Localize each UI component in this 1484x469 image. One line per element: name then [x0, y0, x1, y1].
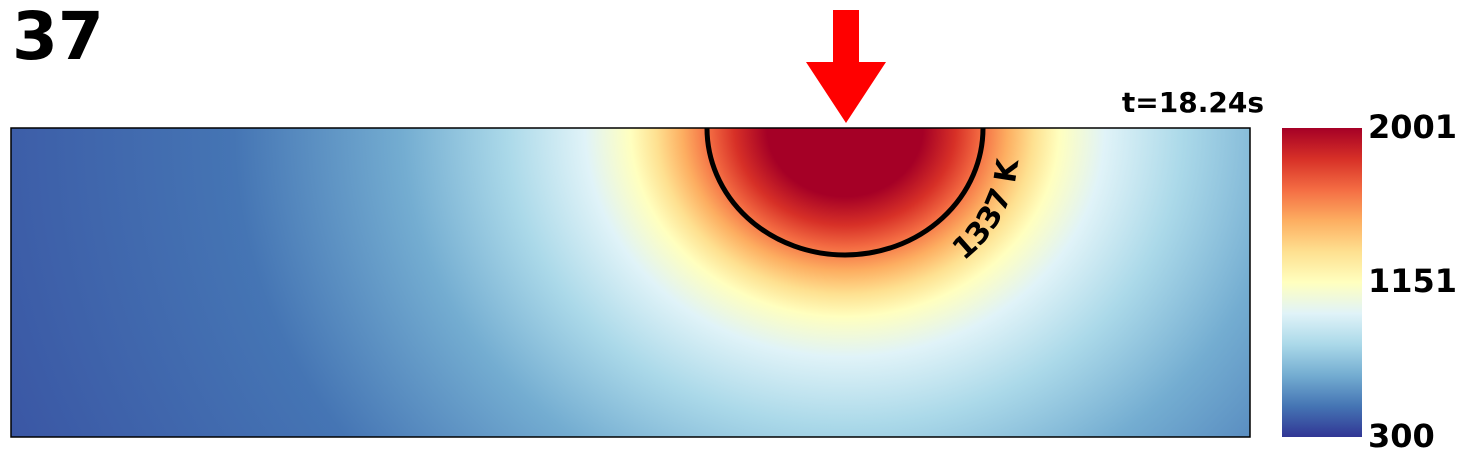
colorbar-tick-label: 2001: [1368, 108, 1458, 146]
frame-number: 37: [12, 0, 104, 75]
colorbar: [1282, 128, 1362, 437]
heat-source-arrow-icon: [806, 10, 886, 123]
colorbar-tick-label: 300: [1368, 417, 1435, 455]
colorbar-tick-label: 1151: [1368, 262, 1458, 301]
melt-pool-contour: [704, 128, 986, 258]
temperature-field: [11, 128, 1250, 437]
plot-frame: [10, 127, 1251, 438]
time-label: t=18.24s: [1121, 86, 1264, 119]
